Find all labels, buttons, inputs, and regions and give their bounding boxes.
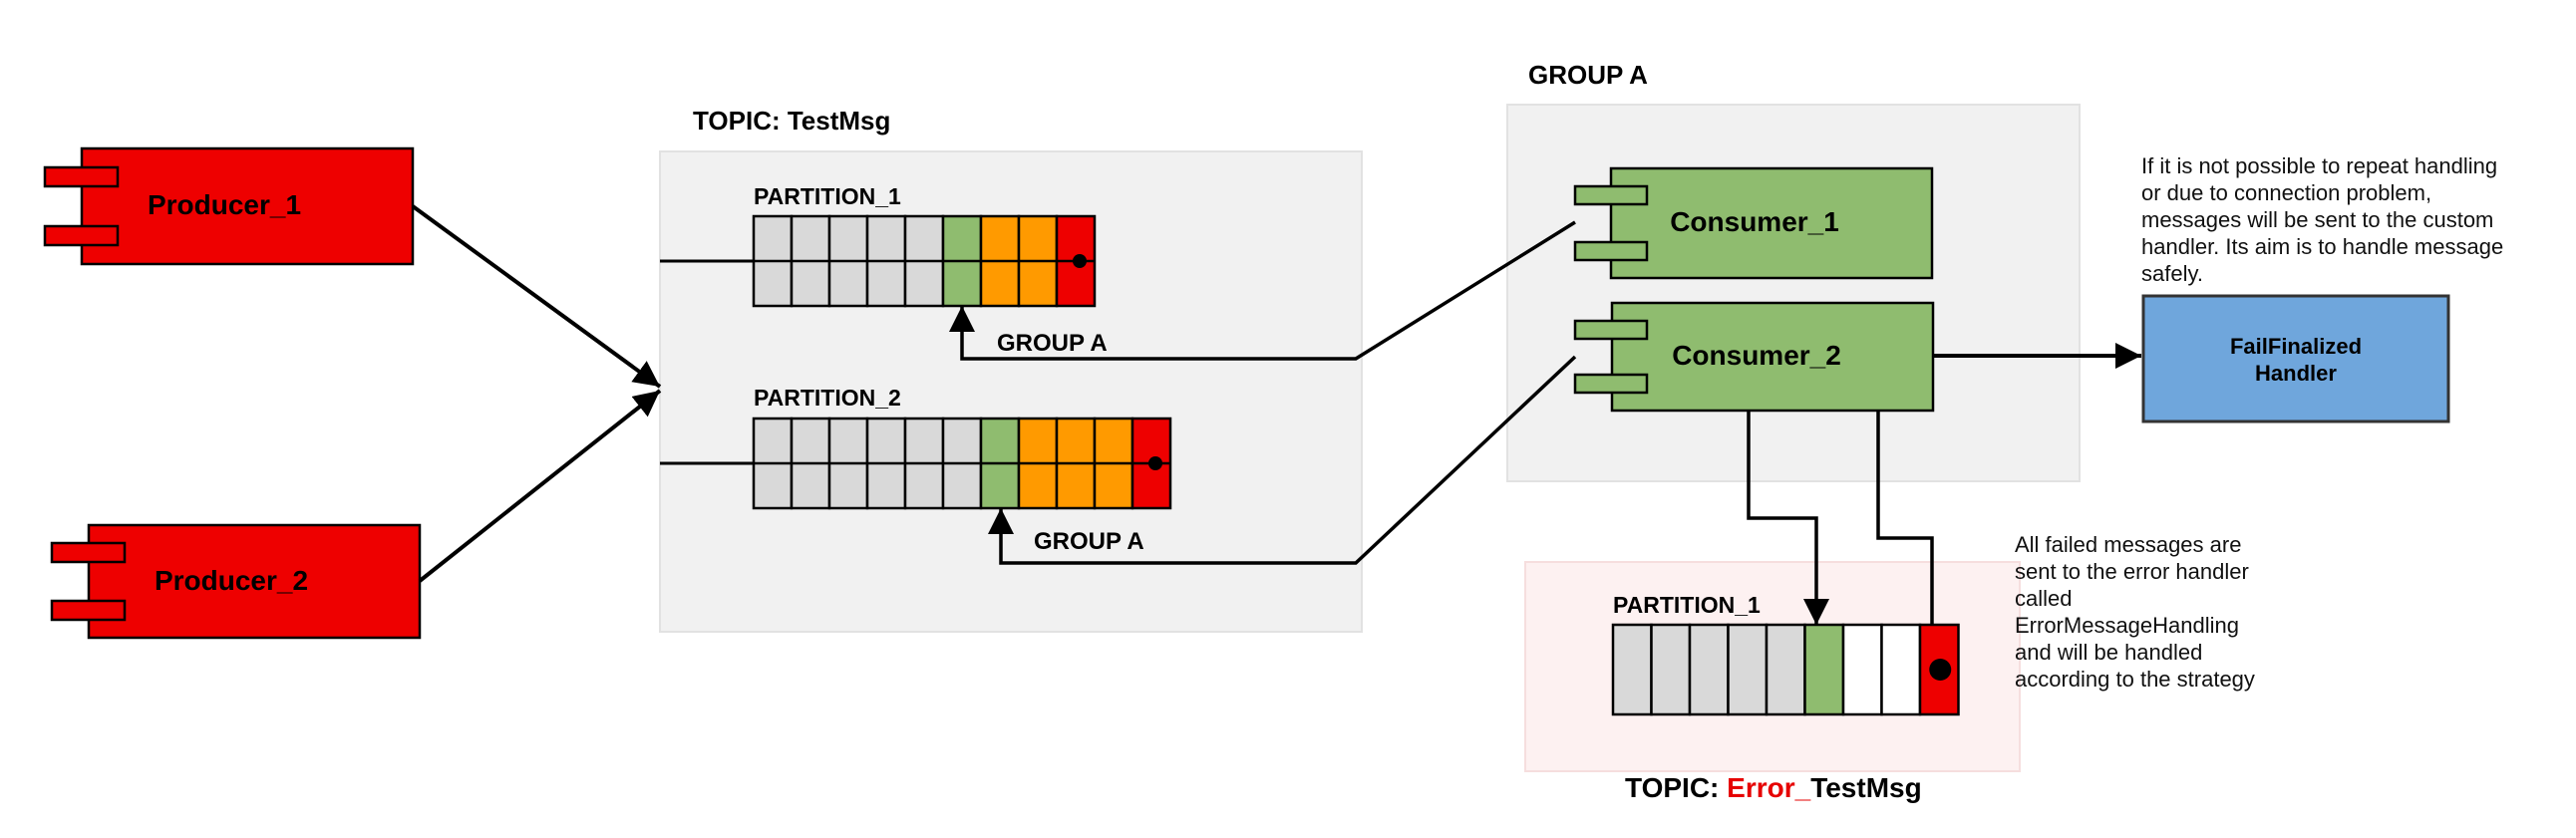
note-line: ErrorMessageHandling: [2015, 613, 2239, 638]
partition-2-label: PARTITION_2: [754, 385, 901, 411]
component-icon: [43, 165, 120, 188]
consumer-2-label: Consumer_2: [1672, 340, 1841, 371]
topic-testmsg-title: TOPIC: TestMsg: [693, 106, 890, 136]
component-icon: [1573, 319, 1649, 341]
consumer-1: Consumer_1: [1573, 166, 1934, 280]
producer-2: Producer_2: [50, 523, 422, 640]
producer-1-label: Producer_1: [148, 189, 301, 220]
group-a-pointer-2: [988, 355, 1577, 565]
partition-2-cells: [752, 417, 1172, 510]
error-arrow-1: [1747, 411, 1829, 625]
partition-cell-grey: [1650, 623, 1692, 716]
offset-dot-icon: [1929, 659, 1952, 681]
topic-error-title: TOPIC: Error_TestMsg: [1625, 772, 1922, 803]
component-icon: [1573, 373, 1649, 395]
partition-cell-white: [1880, 623, 1922, 716]
producer-2-arrow: [418, 389, 662, 583]
group-a-label-2: GROUP A: [1034, 528, 1144, 555]
producer-1: Producer_1: [43, 146, 415, 266]
group-a-pointer-1: [949, 220, 1576, 361]
note-line: called: [2015, 586, 2072, 611]
partition-cell-grey: [1611, 623, 1653, 716]
partition-cell-white: [1841, 623, 1883, 716]
component-icon: [50, 599, 127, 622]
producer-1-arrow: [411, 204, 662, 389]
handler-label-line-2: Handler: [2255, 361, 2337, 386]
group-a-panel-title: GROUP A: [1528, 60, 1648, 90]
failfinalized-handler: FailFinalized Handler: [2141, 294, 2450, 423]
consumer-1-label: Consumer_1: [1670, 206, 1839, 237]
offset-dot-icon: [1148, 456, 1162, 470]
partition-cell-grey: [1688, 623, 1730, 716]
handler-label-line-1: FailFinalized: [2230, 334, 2362, 359]
producer-2-label: Producer_2: [155, 565, 308, 596]
note-line: or due to connection problem,: [2141, 180, 2431, 205]
note-line: sent to the error handler: [2015, 559, 2249, 584]
error-arrow-2: [1876, 411, 1934, 625]
component-icon: [50, 541, 127, 564]
partition-cell-green: [1803, 623, 1845, 716]
note-line: All failed messages are: [2015, 532, 2241, 557]
consumer-2: Consumer_2: [1573, 301, 1935, 413]
offset-dot-icon: [1073, 254, 1087, 268]
component-icon: [1573, 184, 1649, 206]
note-line: messages will be sent to the custom: [2141, 207, 2493, 232]
error-partition-cells: [1611, 623, 1960, 716]
partition-1-label: PARTITION_1: [754, 183, 901, 209]
note-line: handler. Its aim is to handle message: [2141, 234, 2503, 259]
group-a-label-1: GROUP A: [997, 330, 1108, 357]
partition-cell-grey: [1765, 623, 1806, 716]
note-line: safely.: [2141, 261, 2203, 286]
failfinalized-note: If it is not possible to repeat handling…: [2141, 153, 2503, 286]
component-icon: [43, 224, 120, 247]
component-icon: [1573, 240, 1649, 262]
note-line: according to the strategy: [2015, 667, 2255, 692]
partition-cell-grey: [1727, 623, 1769, 716]
error-partition-label: PARTITION_1: [1613, 592, 1761, 618]
note-line: and will be handled: [2015, 640, 2202, 665]
group-a-panel: [1506, 104, 2081, 482]
note-line: If it is not possible to repeat handling: [2141, 153, 2497, 178]
partition-1-cells: [752, 214, 1097, 308]
